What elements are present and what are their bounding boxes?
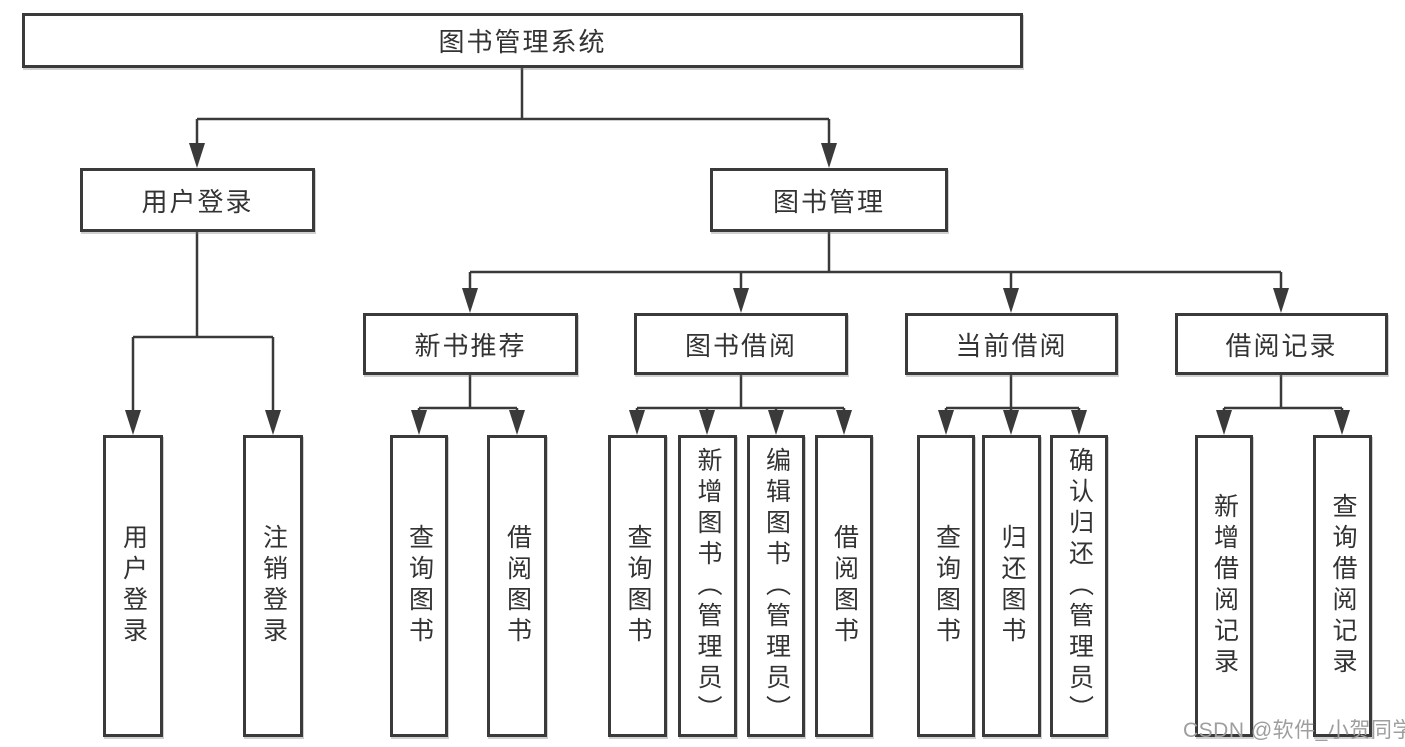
leaf-query-borrow-record: 查询借阅记录 [1313,435,1372,737]
leaf-query-books-3: 查询图书 [917,435,975,737]
arrowhead [1334,410,1350,435]
arrowhead [733,288,749,313]
node-user-login: 用户登录 [80,168,315,232]
arrowhead [509,410,525,435]
arrowhead [1003,410,1019,435]
leaf-borrow-books-2: 借阅图书 [815,435,873,737]
leaf-label: 新增借阅记录 [1210,493,1239,679]
leaf-user-login: 用户登录 [103,435,163,737]
leaf-label: 新增图书（管理员） [694,446,722,726]
arrowhead [821,143,837,168]
arrowhead [1003,288,1019,313]
leaf-confirm-return-admin: 确认归还（管理员） [1050,435,1108,737]
node-current-borrowing: 当前借阅 [905,313,1118,375]
arrowhead [1071,410,1087,435]
arrowhead [768,410,784,435]
node-book-management: 图书管理 [710,168,948,232]
leaf-label: 编辑图书（管理员） [762,446,791,726]
leaf-label: 借阅图书 [503,524,532,648]
node-root-system: 图书管理系统 [22,13,1023,68]
arrowhead [836,410,852,435]
csdn-watermark: CSDN @软件_小贺同学 [1183,719,1405,742]
arrowhead [1216,410,1232,435]
node-label: 图书借阅 [684,330,797,361]
leaf-query-books-1: 查询图书 [390,435,448,737]
node-book-borrowing: 图书借阅 [634,313,848,375]
leaf-return-books: 归还图书 [982,435,1041,737]
leaf-add-borrow-record: 新增借阅记录 [1195,435,1253,737]
node-label: 新书推荐 [414,330,527,361]
arrowhead [462,288,478,313]
connector-stems [131,68,1344,414]
connector-book-borrowing [635,375,846,414]
connector-current-borrowing [944,375,1081,414]
leaf-label: 查询图书 [405,524,434,648]
arrowhead [189,143,205,168]
node-label: 用户登录 [141,186,254,217]
connector-root [195,68,831,146]
leaf-edit-books-admin: 编辑图书（管理员） [747,435,805,737]
leaf-logout: 注销登录 [243,435,303,737]
connector-borrowing-records [1222,375,1344,414]
arrowhead [265,410,281,435]
leaf-label: 注销登录 [259,524,288,648]
connector-user-login [131,232,275,414]
leaf-add-books-admin: 新增图书（管理员） [678,435,737,737]
arrowhead [1273,288,1289,313]
node-root-label: 图书管理系统 [438,27,607,57]
leaf-label: 查询图书 [624,524,652,648]
arrowhead [699,410,715,435]
node-borrowing-records: 借阅记录 [1175,313,1388,375]
arrowhead [125,410,141,435]
node-new-book-recommend: 新书推荐 [363,313,578,375]
arrowhead [411,410,427,435]
leaf-label: 归还图书 [998,524,1026,648]
node-label: 借阅记录 [1225,330,1338,361]
arrowhead [938,410,954,435]
node-label: 当前借阅 [955,330,1068,361]
leaf-label: 确认归还（管理员） [1065,446,1094,726]
leaf-label: 查询图书 [932,524,961,648]
connector-book-management [468,232,1283,291]
leaf-label: 用户登录 [119,524,148,648]
leaf-query-books-2: 查询图书 [608,435,667,737]
arrowhead [629,410,645,435]
leaf-label: 查询借阅记录 [1329,493,1357,679]
arrowheads [125,143,1350,435]
connector-new-books [417,375,519,414]
leaf-borrow-books-1: 借阅图书 [487,435,547,737]
leaf-label: 借阅图书 [830,524,859,648]
node-label: 图书管理 [772,186,885,217]
